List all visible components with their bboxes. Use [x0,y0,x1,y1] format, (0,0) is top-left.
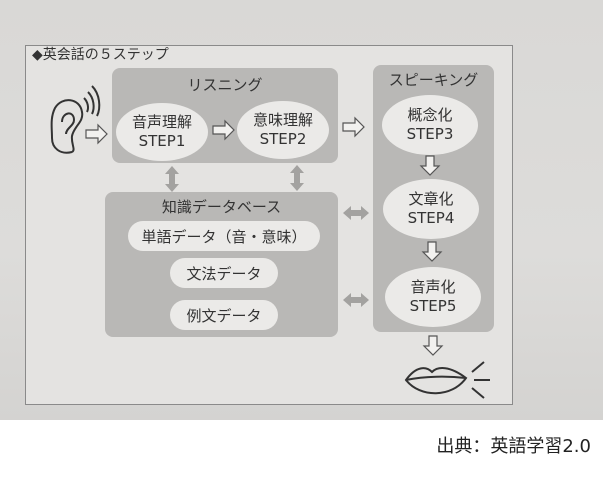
step5-ellipse: 音声化 STEP5 [385,267,481,327]
arrow-down-icon [422,335,444,356]
step2-name: 意味理解 [252,111,313,129]
step3-label: STEP3 [406,125,454,143]
diagram-title: ◆英会話の５ステップ [32,47,169,63]
speaking-label: スピーキング [388,71,479,89]
step1-name: 音声理解 [131,113,192,131]
double-arrow-horizontal-icon [343,206,369,220]
diagram-overlay [50,85,490,399]
step1-ellipse: 音声理解 STEP1 [116,103,208,161]
step5-name: 音声化 [410,278,456,296]
grammar-data-pill: 文法データ [170,258,278,288]
arrow-down-icon [421,241,443,262]
knowledge-label: 知識データベース [161,198,282,216]
double-arrow-vertical-icon [165,166,179,192]
step3-ellipse: 概念化 STEP3 [382,95,478,155]
listening-label: リスニング [187,76,263,94]
step4-name: 文章化 [408,190,454,208]
step3-name: 概念化 [407,106,453,124]
ear-icon [50,85,101,154]
mouth-icon [404,361,490,399]
step2-ellipse: 意味理解 STEP2 [237,101,329,159]
arrow-right-icon [342,116,365,138]
double-arrow-horizontal-icon [343,293,369,307]
step1-label: STEP1 [138,132,186,150]
arrow-right-icon [85,123,108,145]
word-data-pill: 単語データ（音・意味） [128,221,320,251]
step4-ellipse: 文章化 STEP4 [383,179,479,239]
arrow-right-icon [212,119,235,141]
example-data-pill: 例文データ [170,300,278,330]
double-arrow-vertical-icon [290,165,304,191]
step2-label: STEP2 [259,130,307,148]
step4-label: STEP4 [407,209,455,227]
arrow-down-icon [419,155,441,176]
source-caption: 出典：英語学習2.0 [436,436,591,457]
step5-label: STEP5 [409,297,457,315]
